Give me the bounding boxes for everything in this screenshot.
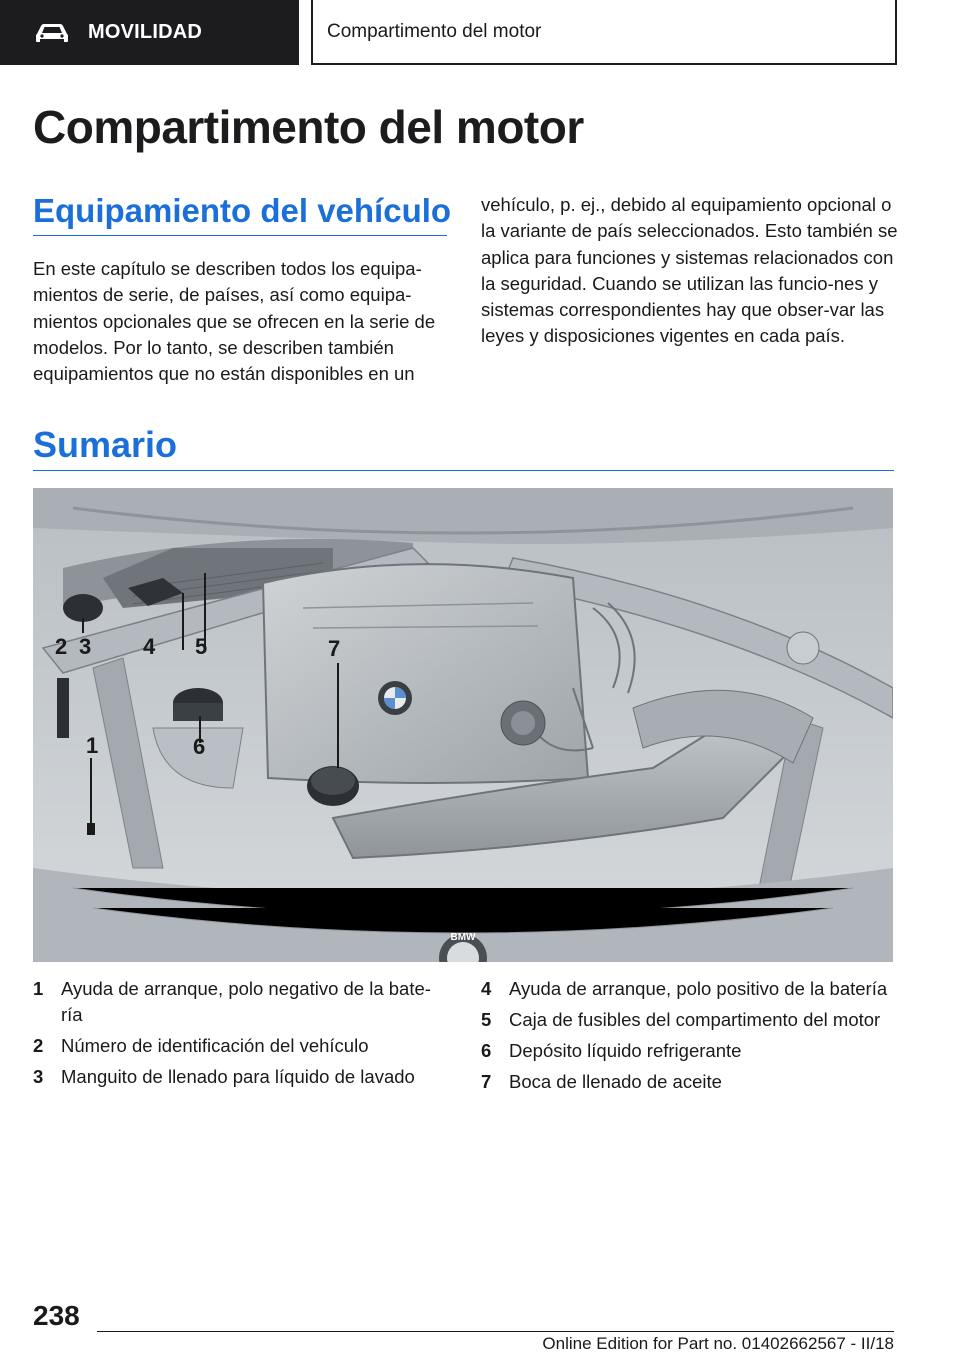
legend-text: Ayuda de arranque, polo positivo de la b… [509, 978, 888, 999]
legend-left-column: 1 Ayuda de arranque, polo negativo de la… [33, 976, 443, 1095]
engine-bay-drawing: BMW 1 2 3 4 5 6 7 [33, 488, 893, 962]
legend-text: Boca de llenado de aceite [509, 1071, 722, 1092]
callout-4: 4 [143, 634, 156, 659]
legend-text: Número de identificación del vehículo [61, 1035, 369, 1056]
legend-item: 6 Depósito líquido refrigerante [481, 1038, 901, 1064]
edition-note: Online Edition for Part no. 01402662567 … [542, 1334, 894, 1353]
callout-6: 6 [193, 734, 205, 759]
legend-item: 3 Manguito de llenado para líquido de la… [33, 1064, 443, 1090]
legend-number: 3 [33, 1066, 44, 1087]
legend-text: Depósito líquido refrigerante [509, 1040, 742, 1061]
heading-divider [33, 470, 894, 471]
section-label: MOVILIDAD [88, 21, 203, 43]
legend-right-column: 4 Ayuda de arranque, polo positivo de la… [481, 976, 901, 1100]
engine-compartment-illustration: BMW 1 2 3 4 5 6 7 [33, 488, 893, 962]
page-title: Compartimento del motor [33, 101, 584, 153]
legend-text: Caja de fusibles del compartimento del m… [509, 1009, 881, 1030]
callout-7: 7 [328, 636, 340, 661]
callout-3: 3 [79, 634, 91, 659]
legend-number: 6 [481, 1040, 492, 1061]
section-heading-sumario: Sumario [33, 424, 178, 465]
chapter-label: Compartimento del motor [327, 20, 542, 42]
legend-number: 5 [481, 1009, 492, 1030]
legend-item: 5 Caja de fusibles del compartimento del… [481, 1007, 901, 1033]
legend-number: 2 [33, 1035, 44, 1056]
legend-item: 7 Boca de llenado de aceite [481, 1069, 901, 1095]
legend-number: 4 [481, 978, 492, 999]
chapter-header: Compartimento del motor [311, 0, 897, 65]
legend-text: Ayuda de arranque, polo negativo de la b… [61, 978, 431, 1025]
legend-item: 4 Ayuda de arranque, polo positivo de la… [481, 976, 901, 1002]
callout-5: 5 [195, 634, 207, 659]
page-number: 238 [33, 1300, 80, 1331]
callout-1: 1 [86, 733, 98, 758]
car-icon [36, 23, 68, 42]
body-paragraph-right: vehículo, p. ej., debido al equipamiento… [481, 194, 898, 347]
legend-item: 2 Número de identificación del vehículo [33, 1033, 443, 1059]
legend-number: 1 [33, 978, 44, 999]
callout-2: 2 [55, 634, 67, 659]
body-paragraph-left: En este capítulo se describen todos los … [33, 258, 436, 385]
heading-divider [33, 235, 447, 236]
footer-divider [97, 1331, 894, 1332]
legend-number: 7 [481, 1071, 492, 1092]
bmw-logo-text: BMW [451, 932, 477, 943]
legend-text: Manguito de llenado para líquido de lava… [61, 1066, 415, 1087]
section-heading-equipamiento: Equipamiento del vehículo [33, 192, 452, 229]
section-tab: MOVILIDAD [0, 0, 299, 65]
legend-item: 1 Ayuda de arranque, polo negativo de la… [33, 976, 443, 1028]
